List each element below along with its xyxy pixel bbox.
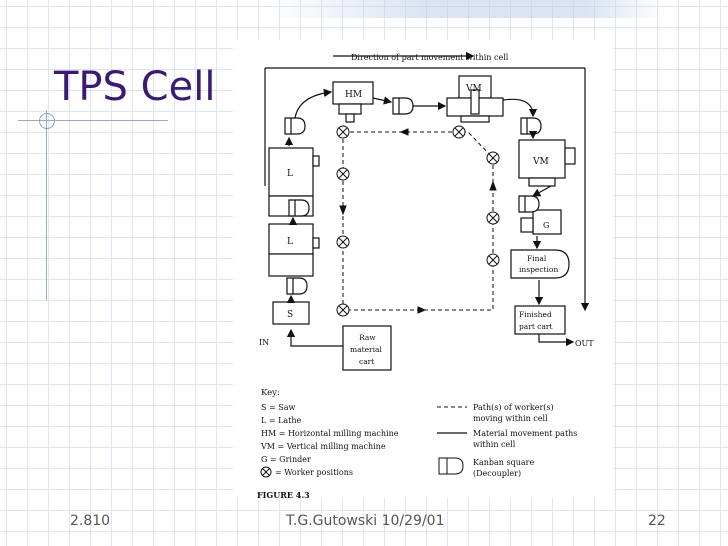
- key-kanban-1: Kanban square: [473, 458, 534, 467]
- raw-cart-label-3: cart: [359, 357, 374, 366]
- key-material-path-1: Material movement paths: [473, 429, 577, 438]
- worker-position-icon: [336, 303, 350, 317]
- vm-top-label: VM: [465, 84, 482, 94]
- kanban-square: [518, 195, 540, 213]
- grinder-machine: [520, 209, 562, 235]
- saw-label: S: [287, 310, 293, 320]
- footer-page-number: 22: [648, 513, 666, 529]
- worker-position-icon: [336, 167, 350, 181]
- direction-frame: [264, 51, 590, 312]
- hm-label: HM: [345, 90, 362, 100]
- title-ornament-circle: [39, 113, 55, 129]
- tps-cell-diagram: Direction of part movement within cell: [257, 51, 594, 500]
- worker-position-icon: [336, 235, 350, 249]
- finished-cart-label-1: Finished: [519, 310, 552, 319]
- worker-path: [342, 131, 494, 311]
- kanban-squares: [284, 97, 542, 295]
- final-inspection-label-2: inspection: [519, 265, 558, 274]
- in-label: IN: [259, 338, 269, 347]
- worker-position-icon: [452, 125, 466, 139]
- footer-author-date: T.G.Gutowski 10/29/01: [286, 513, 445, 529]
- key-worker-path-2: moving within cell: [473, 414, 548, 423]
- worker-position-icon: [486, 211, 500, 225]
- top-accent-band: [268, 0, 666, 18]
- title-underline: [18, 120, 168, 121]
- kanban-square: [284, 117, 306, 135]
- final-inspection-station: [510, 249, 570, 279]
- finished-part-cart: [514, 305, 566, 335]
- finished-cart-label-2: part cart: [519, 322, 553, 331]
- key-saw: S = Saw: [261, 403, 296, 412]
- worker-path-arrows: [339, 128, 497, 314]
- slide-title: TPS Cell: [54, 64, 216, 110]
- worker-positions: [336, 125, 500, 317]
- title-vertical-rule: [46, 110, 47, 300]
- lathe-upper-label: L: [287, 169, 293, 179]
- lathe-lower-label: L: [287, 237, 293, 247]
- final-inspection-label-1: Final: [527, 254, 547, 263]
- footer-course: 2.810: [70, 513, 111, 529]
- worker-position-icon: [336, 125, 350, 139]
- raw-material-cart: [342, 325, 392, 371]
- key-heading: Key:: [261, 388, 280, 398]
- raw-cart-label-1: Raw: [359, 333, 376, 342]
- key-vm: VM = Vertical milling machine: [260, 442, 386, 451]
- material-flow: [284, 88, 575, 347]
- lathe-lower-machine: [268, 223, 320, 277]
- kanban-square: [286, 277, 308, 295]
- key-lathe: L = Lathe: [261, 416, 302, 425]
- key-worker-path-1: Path(s) of worker(s): [473, 403, 554, 412]
- key-worker-positions: = Worker positions: [275, 468, 353, 477]
- vm-right-machine: [518, 139, 576, 187]
- key-worker-icon: [260, 466, 272, 478]
- figure-caption: FIGURE 4.3: [257, 490, 310, 498]
- key-hm: HM = Horizontal milling machine: [261, 429, 399, 438]
- kanban-square: [520, 117, 542, 135]
- diagram-panel: Direction of part movement within cell: [233, 40, 613, 500]
- vm-right-label: VM: [532, 157, 549, 167]
- raw-cart-label-2: material: [350, 345, 382, 354]
- out-label: OUT: [575, 339, 594, 348]
- kanban-square: [288, 199, 310, 217]
- worker-position-icon: [486, 253, 500, 267]
- key-kanban-2: (Decoupler): [473, 469, 521, 478]
- hm-machine: [332, 81, 374, 123]
- key-kanban-icon: [438, 457, 464, 475]
- direction-label: Direction of part movement within cell: [351, 53, 509, 62]
- key-material-path-2: within cell: [473, 440, 516, 449]
- key-grinder: G = Grinder: [261, 455, 311, 464]
- kanban-square: [392, 97, 414, 115]
- grinder-label: G: [543, 221, 549, 230]
- vm-top-machine: [446, 75, 504, 123]
- legend: Key: S = Saw L = Lathe HM = Horizontal m…: [260, 388, 577, 478]
- worker-position-icon: [486, 151, 500, 165]
